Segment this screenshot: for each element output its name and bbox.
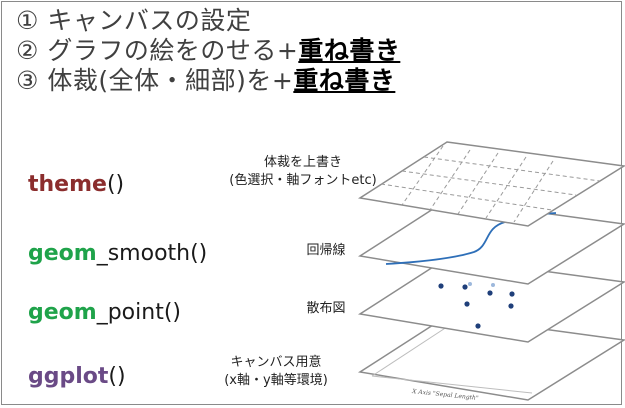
step-3-emphasis: 重ね書き [293, 66, 396, 95]
function-geom-smooth: geom_smooth() [28, 241, 208, 266]
note-regression-line: 回帰線 [306, 243, 346, 258]
step-3: ③ 体裁(全体・細部)を+重ね書き [16, 66, 396, 95]
function-keyword: geom [28, 241, 97, 266]
layer-canvas [357, 315, 625, 401]
x-axis-line [371, 375, 533, 394]
layer-scatter [357, 257, 625, 343]
step-2: ② グラフの絵をのせる+重ね書き [16, 36, 401, 65]
y-axis-line [371, 320, 457, 377]
function-keyword: geom [28, 300, 97, 325]
faint-point [468, 282, 472, 286]
function-geom-point: geom_point() [28, 300, 181, 325]
layer-theme [357, 141, 625, 227]
data-point [487, 290, 493, 296]
function-theme: theme() [28, 172, 125, 197]
function-keyword: theme [28, 172, 107, 197]
step-2-emphasis: 重ね書き [298, 36, 401, 65]
data-point [464, 301, 470, 307]
note-theme: 体裁を上書き (色選択・軸フォントetc) [229, 155, 377, 188]
data-point [509, 291, 515, 297]
step-1: ① キャンバスの設定 [16, 6, 252, 35]
note-canvas: キャンバス用意 (x軸・y軸等環境) [224, 355, 328, 388]
data-point [508, 303, 514, 309]
data-point [438, 283, 444, 289]
data-point [462, 284, 468, 290]
layer-regression [357, 199, 625, 285]
faint-point [491, 283, 495, 287]
function-ggplot: ggplot() [28, 364, 126, 389]
function-keyword: ggplot [28, 364, 109, 389]
data-point [475, 323, 481, 329]
theme-gridlines [380, 145, 601, 223]
step-list: ① キャンバスの設定 ② グラフの絵をのせる+重ね書き ③ 体裁(全体・細部)を… [16, 6, 400, 96]
scatter-points [438, 283, 515, 329]
note-scatter: 散布図 [306, 301, 346, 316]
